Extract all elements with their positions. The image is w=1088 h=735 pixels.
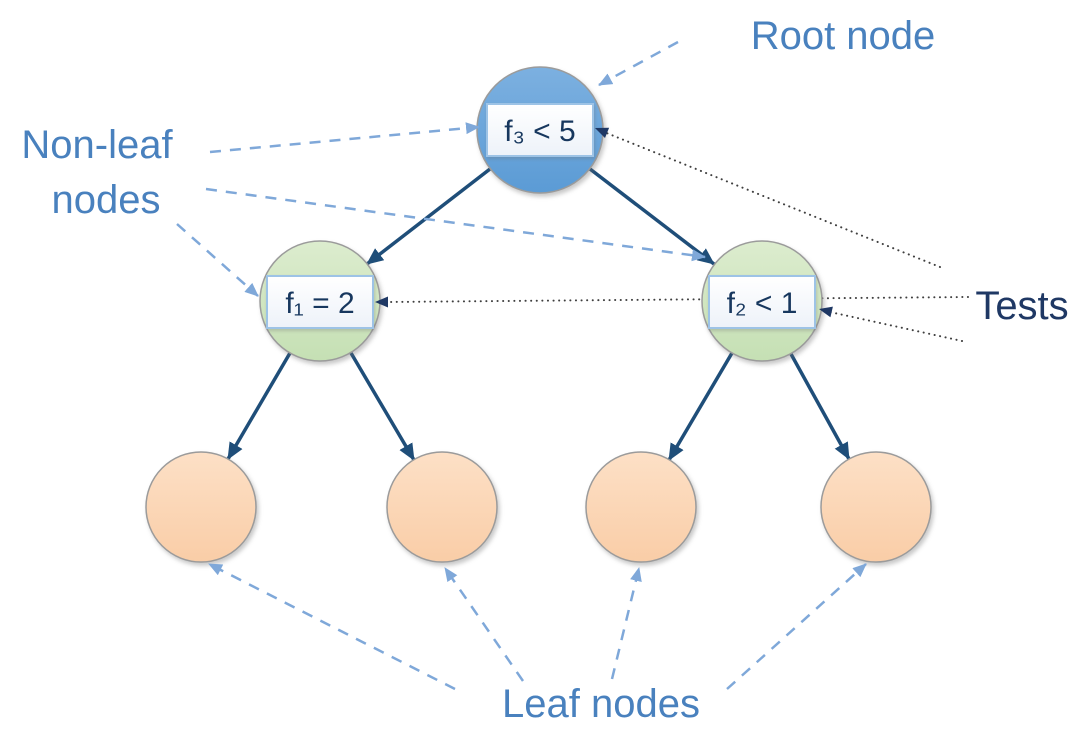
annotation-labels: Root node Non-leaf nodes Tests Leaf node… bbox=[21, 14, 1068, 726]
leaf-node-2 bbox=[386, 451, 498, 563]
test-line-right bbox=[829, 311, 963, 342]
test-line-left bbox=[386, 296, 969, 303]
root-test-box bbox=[486, 103, 594, 157]
arrow-nonleaf-to-rootbox bbox=[209, 122, 480, 154]
root-node: f₃ < 5 bbox=[476, 66, 604, 194]
leaf-node-4 bbox=[820, 451, 932, 563]
edge-root-right bbox=[588, 167, 716, 266]
edge-left-leaf1 bbox=[226, 352, 292, 460]
arrow-leaflabel-to-leaf1 bbox=[208, 562, 456, 691]
root-test-label: f₃ < 5 bbox=[504, 115, 575, 148]
edge-root-left bbox=[365, 167, 492, 266]
arrow-nonleaf-to-right bbox=[205, 187, 706, 262]
leaf-node-3 bbox=[585, 451, 697, 563]
arrow-leaflabel-to-leaf2 bbox=[443, 567, 525, 682]
edge-right-leaf3 bbox=[667, 352, 734, 461]
arrow-leaflabel-to-leaf3 bbox=[610, 567, 642, 680]
test-arrowhead-left-icon bbox=[375, 296, 388, 308]
non-leaf-annotation-line2: nodes bbox=[52, 178, 161, 222]
tests-annotation: Tests bbox=[975, 284, 1068, 328]
left-test-label: f₁ = 2 bbox=[285, 287, 354, 320]
edge-right-leaf4 bbox=[789, 353, 851, 460]
arrow-leaflabel-to-leaf4 bbox=[726, 563, 867, 690]
edge-left-leaf2 bbox=[349, 352, 416, 461]
test-line-root bbox=[603, 131, 941, 268]
leaf-nodes-annotation: Leaf nodes bbox=[502, 682, 700, 726]
test-pointer-lines bbox=[386, 131, 969, 342]
internal-node-left: f₁ = 2 bbox=[259, 240, 381, 362]
arrow-nonleaf-to-left bbox=[176, 223, 259, 297]
test-arrowheads bbox=[375, 127, 833, 318]
leaf-node-1 bbox=[145, 451, 257, 563]
root-node-annotation: Root node bbox=[751, 14, 936, 58]
annotation-arrows bbox=[176, 40, 867, 691]
right-test-box bbox=[708, 275, 816, 329]
test-arrowhead-right-icon bbox=[819, 306, 833, 318]
internal-node-right: f₂ < 1 bbox=[701, 240, 823, 362]
test-arrowhead-root-icon bbox=[595, 127, 610, 138]
right-test-label: f₂ < 1 bbox=[727, 287, 798, 320]
tree-edges bbox=[226, 167, 851, 461]
leaf-nodes bbox=[145, 451, 932, 563]
arrow-rootlabel-to-root bbox=[598, 40, 679, 87]
left-test-box bbox=[266, 275, 374, 329]
non-leaf-annotation-line1: Non-leaf bbox=[21, 123, 173, 167]
